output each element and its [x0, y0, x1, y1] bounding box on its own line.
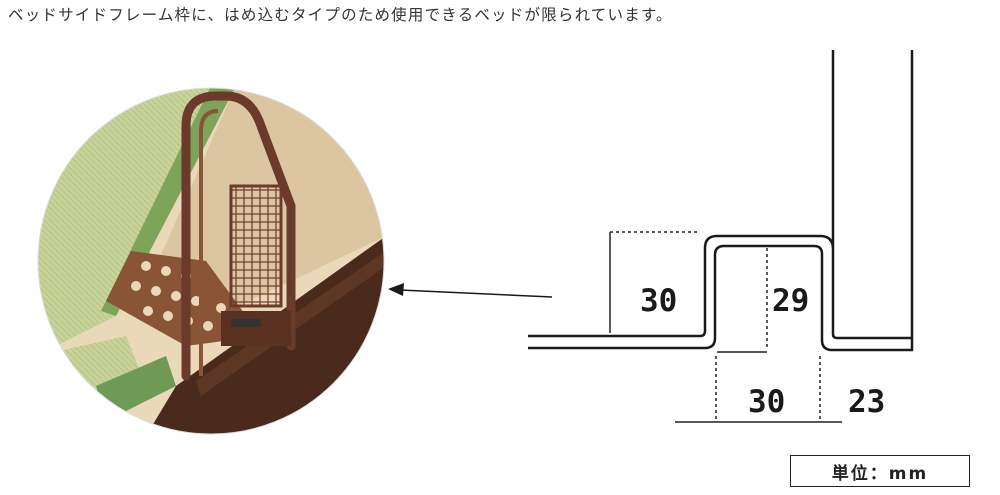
caption-text: ベッドサイドフレーム枠に、はめ込むタイプのため使用できるベッドが限られています。	[8, 6, 673, 24]
dim-channel-to-wall: 23	[848, 384, 885, 420]
dim-channel-depth: 29	[772, 283, 809, 319]
dim-channel-width: 30	[748, 384, 785, 420]
pointer-arrow	[388, 283, 553, 298]
frame-wall	[831, 249, 912, 340]
frame-profile-outline	[528, 50, 835, 338]
frame-profile-inner	[528, 50, 914, 352]
unit-label: 単位：mm	[790, 455, 970, 487]
dim-step-height: 30	[640, 283, 677, 319]
product-photo	[37, 87, 385, 435]
